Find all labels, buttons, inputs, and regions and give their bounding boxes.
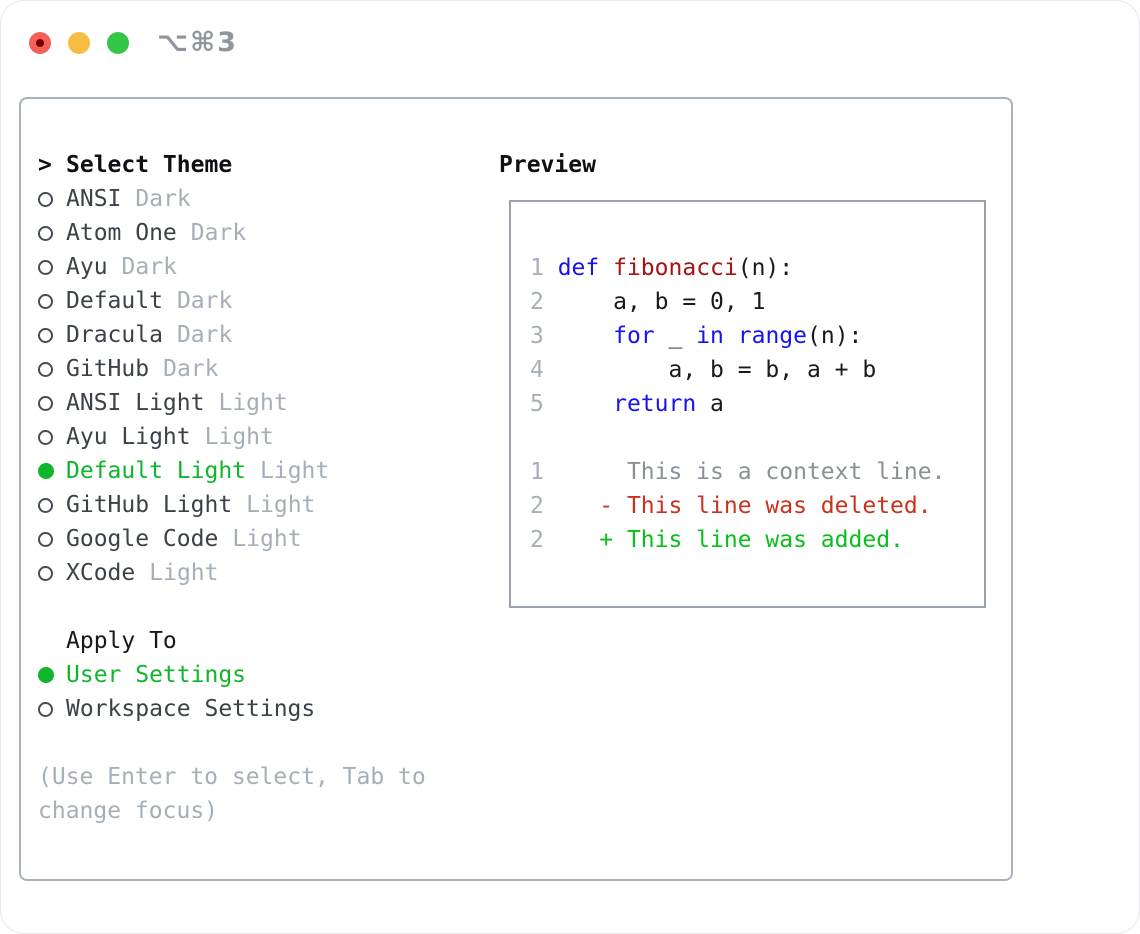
theme-name: Atom One [66, 220, 177, 246]
theme-variant-tag: Light [149, 560, 219, 586]
radio-icon [38, 531, 66, 547]
code-line: 3 for _ in range(n): [530, 323, 863, 349]
code-line: 2 - This line was deleted. [530, 493, 932, 519]
code-line: 1 This is a context line. [530, 459, 946, 485]
apply-option-label: User Settings [66, 662, 247, 688]
theme-variant-tag: Light [260, 458, 330, 484]
titlebar: ⌥⌘3 [29, 27, 238, 58]
radio-icon [38, 259, 66, 275]
radio-icon [38, 327, 66, 343]
theme-option[interactable]: Default Dark [38, 284, 329, 318]
theme-option[interactable]: XCode Light [38, 556, 329, 590]
radio-icon [38, 497, 66, 513]
theme-option[interactable]: GitHub Light Light [38, 488, 329, 522]
theme-option[interactable]: Atom One Dark [38, 216, 329, 250]
theme-option[interactable]: Default Light Light [38, 454, 329, 488]
theme-name: Default Light [66, 458, 247, 484]
apply-to-header: Apply To [38, 624, 329, 658]
theme-option[interactable]: Ayu Light Light [38, 420, 329, 454]
radio-icon [38, 191, 66, 207]
theme-name: Google Code [66, 526, 219, 552]
theme-option[interactable]: Google Code Light [38, 522, 329, 556]
theme-name: XCode [66, 560, 136, 586]
code-lines: 1 def fibonacci(n): 2 a, b = 0, 1 3 for _ … [530, 251, 976, 557]
theme-name: GitHub [66, 356, 150, 382]
theme-variant-tag: Dark [176, 322, 233, 348]
theme-name: ANSI [66, 186, 122, 212]
prompt-icon: > [38, 152, 52, 178]
theme-variant-tag: Dark [135, 186, 191, 212]
code-line [530, 421, 976, 455]
apply-option-label: Workspace Settings [66, 696, 316, 722]
window-title: ⌥⌘3 [157, 27, 238, 58]
theme-variant-tag: Dark [190, 220, 247, 246]
minimize-button[interactable] [68, 31, 90, 54]
theme-option[interactable]: ANSI Dark [38, 182, 329, 216]
theme-variant-tag: Light [232, 526, 302, 552]
preview-title: Preview [499, 152, 596, 178]
theme-name: Dracula [66, 322, 163, 348]
radio-icon [38, 429, 66, 445]
theme-option[interactable]: ANSI Light Light [38, 386, 329, 420]
apply-to-title: Apply To [66, 628, 177, 654]
theme-variant-tag: Dark [163, 356, 219, 382]
radio-icon [38, 565, 66, 581]
code-line: 2 + This line was added. [530, 527, 904, 553]
radio-icon [38, 293, 66, 309]
theme-variant-tag: Light [218, 390, 288, 416]
close-button[interactable] [29, 31, 51, 54]
help-text: (Use Enter to select, Tab to change focu… [38, 764, 426, 824]
theme-option[interactable]: GitHub Dark [38, 352, 329, 386]
select-theme-title: Select Theme [66, 152, 233, 178]
radio-icon [38, 463, 66, 479]
radio-icon [38, 395, 66, 411]
theme-variant-tag: Light [246, 492, 316, 518]
radio-icon [38, 361, 66, 377]
radio-icon [38, 225, 66, 241]
code-line: 4 a, b = b, a + b [530, 357, 877, 383]
spacer [38, 590, 329, 624]
theme-name: Ayu [66, 254, 108, 280]
zoom-button[interactable] [107, 31, 129, 54]
theme-option[interactable]: Dracula Dark [38, 318, 329, 352]
code-line: 5 return a [530, 391, 724, 417]
code-line: 2 a, b = 0, 1 [530, 289, 766, 315]
theme-name: Default [66, 288, 163, 314]
theme-option[interactable]: Ayu Dark [38, 250, 329, 284]
preview-pane: 1 def fibonacci(n): 2 a, b = 0, 1 3 for _ … [509, 200, 986, 608]
apply-option[interactable]: User Settings [38, 658, 329, 692]
theme-variant-tag: Dark [121, 254, 177, 280]
radio-icon [38, 667, 66, 683]
apply-option[interactable]: Workspace Settings [38, 692, 329, 726]
theme-variant-tag: Dark [176, 288, 233, 314]
theme-variant-tag: Light [204, 424, 274, 450]
theme-name: Ayu Light [66, 424, 191, 450]
select-theme-header: > Select Theme [38, 148, 329, 182]
theme-name: GitHub Light [66, 492, 233, 518]
radio-icon [38, 701, 66, 717]
code-line: 1 def fibonacci(n): [530, 255, 794, 281]
theme-name: ANSI Light [66, 390, 205, 416]
